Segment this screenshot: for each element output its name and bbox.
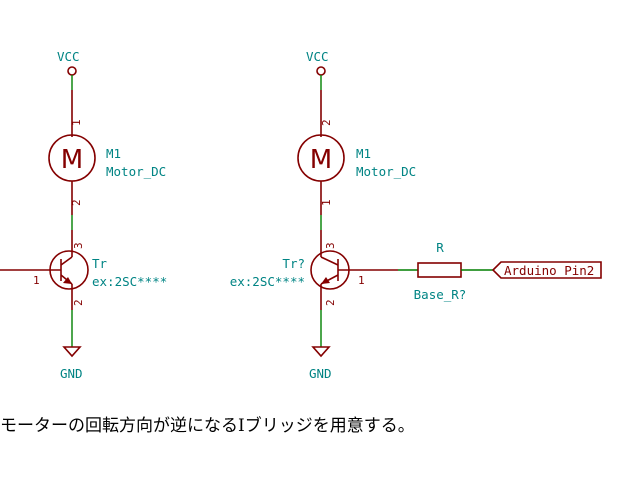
right-tr-value: ex:2SC****	[230, 274, 305, 289]
left-tr-base-pin-number: 1	[33, 274, 40, 287]
caption-text: モーターの回転方向が逆になるⅠブリッジを用意する。	[0, 416, 415, 436]
right-motor-pin-top-number: 2	[320, 119, 333, 126]
right-motor-m-glyph: M	[310, 145, 332, 175]
left-tr-value: ex:2SC****	[92, 274, 167, 289]
right-tr-emitter-pin-number: 2	[324, 299, 337, 306]
left-gnd-symbol	[62, 346, 82, 358]
right-tr-base-pin-number: 1	[358, 274, 365, 287]
left-vcc-symbol	[67, 66, 77, 76]
right-resistor-value: Base_R?	[414, 287, 467, 302]
left-circuit: VCC 1 M 2 M1 Motor_DC 3 2 1 Tr ex:2SC***…	[0, 49, 167, 381]
right-resistor-ref: R	[436, 240, 444, 255]
left-tr-collector-pin-number: 3	[72, 242, 85, 249]
right-gnd-label: GND	[309, 366, 332, 381]
right-vcc-label: VCC	[306, 49, 329, 64]
left-motor-pin-bottom-number: 2	[70, 199, 83, 206]
right-global-label-text: Arduino_Pin2	[504, 263, 594, 278]
right-global-label-shape	[491, 261, 602, 279]
right-tr-emitter-arrow	[321, 277, 330, 284]
right-gnd-symbol	[311, 346, 331, 358]
right-circuit: VCC 2 M 1 M1 Motor_DC 3 2 1 Tr? ex:2SC**…	[230, 49, 602, 381]
left-motor-pin-top-number: 1	[70, 119, 83, 126]
right-tr-ref: Tr?	[282, 256, 305, 271]
left-tr-collector-diag	[60, 256, 73, 266]
right-tr-collector-diag	[320, 256, 339, 266]
left-motor-ref: M1	[106, 146, 121, 161]
left-tr-ref: Tr	[92, 256, 108, 271]
right-motor-pin-bottom-number: 1	[320, 199, 333, 206]
right-vcc-symbol	[316, 66, 326, 76]
left-gnd-label: GND	[60, 366, 83, 381]
left-tr-emitter-arrow	[63, 277, 72, 284]
right-motor-ref: M1	[356, 146, 371, 161]
left-tr-emitter-pin-number: 2	[72, 299, 85, 306]
left-motor-m-glyph: M	[61, 145, 83, 175]
right-base-resistor	[417, 262, 462, 278]
right-tr-collector-pin-number: 3	[324, 242, 337, 249]
left-motor-value: Motor_DC	[106, 164, 166, 179]
right-motor-value: Motor_DC	[356, 164, 416, 179]
left-vcc-label: VCC	[57, 49, 80, 64]
